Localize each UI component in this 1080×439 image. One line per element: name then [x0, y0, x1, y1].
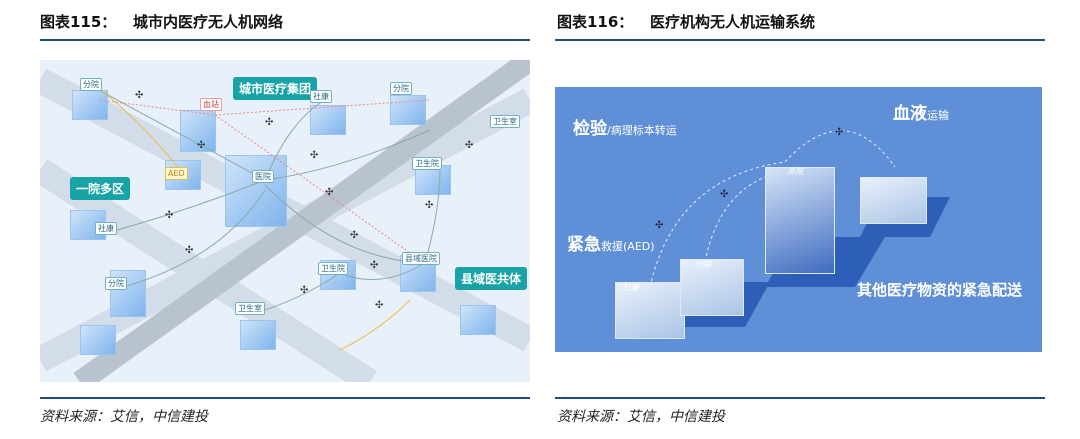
hospital-drone-transport-illustration: 总院 分院 社康 ✣ ✣ ✣ 检验/病理标本转运 血液运输 紧急救援(AED) …	[555, 87, 1042, 352]
drone-icon: ✣	[370, 260, 379, 271]
drone-icon: ✣	[325, 187, 334, 198]
tag-branch: 分院	[390, 82, 412, 95]
label-county-medical-community: 县域医共体	[455, 267, 528, 290]
main-road	[73, 60, 530, 382]
right-footer-rule	[555, 397, 1045, 399]
right-source-note: 资料来源：艾信，中信建投	[557, 409, 725, 425]
community-building	[615, 282, 685, 339]
label-blood-main: 血液	[893, 104, 927, 124]
label-inspection-sub: /病理标本转运	[607, 124, 677, 137]
label-one-hospital-multi-campus: 一院多区	[70, 177, 131, 200]
tag-county-hospital: 县域医院	[402, 252, 440, 265]
building	[390, 95, 426, 125]
tag-clinic: 卫生室	[490, 115, 520, 128]
tag-community: 社康	[95, 222, 117, 235]
building	[460, 305, 496, 335]
left-header-rule	[40, 39, 530, 41]
main-hospital-building	[765, 167, 835, 274]
tag-hospital: 医院	[252, 170, 274, 183]
flight-paths	[94, 87, 441, 351]
drone-icon: ✣	[655, 220, 664, 231]
left-source-note: 资料来源：艾信，中信建投	[40, 409, 208, 425]
tag-health-center: 卫生院	[412, 157, 442, 170]
drone-icon: ✣	[165, 210, 174, 221]
drone-icon: ✣	[350, 230, 359, 241]
label-blood-transport: 血液运输	[893, 104, 949, 126]
drone-icon: ✣	[197, 140, 206, 151]
tag-branch: 分院	[105, 277, 127, 290]
right-figure-number: 图表116：	[557, 13, 634, 31]
label-urban-medical-group: 城市医疗集团	[233, 77, 318, 100]
tag-community: 社康	[310, 90, 332, 103]
drone-icon: ✣	[465, 140, 474, 151]
drone-icon: ✣	[185, 245, 194, 256]
building	[415, 165, 451, 195]
left-footer-rule	[40, 397, 530, 399]
building	[310, 105, 346, 135]
blood-center-building	[860, 177, 927, 224]
label-emergency-sub: 救援(AED)	[601, 240, 655, 253]
drone-icon: ✣	[300, 285, 309, 296]
drone-icon: ✣	[310, 150, 319, 161]
tag-community: 社康	[623, 283, 639, 292]
tag-aed: AED	[165, 167, 188, 180]
left-figure-title: 城市内医疗无人机网络	[133, 13, 284, 31]
left-figure-number: 图表115：	[40, 13, 117, 31]
building	[180, 110, 216, 152]
tag-branch: 分院	[80, 78, 102, 91]
label-emergency-rescue: 紧急救援(AED)	[567, 235, 655, 257]
building	[240, 320, 276, 350]
tag-blood-station: 血站	[200, 98, 222, 111]
label-inspection-transfer: 检验/病理标本转运	[573, 119, 677, 141]
tag-clinic: 卫生室	[235, 302, 265, 315]
drone-icon: ✣	[375, 300, 384, 311]
drone-icon: ✣	[265, 117, 274, 128]
drone-icon: ✣	[835, 127, 844, 138]
tag-health-center: 卫生院	[318, 262, 348, 275]
tag-main-hospital: 总院	[787, 167, 803, 176]
branch-building	[680, 259, 744, 316]
label-blood-sub: 运输	[927, 109, 949, 122]
tag-branch: 分院	[695, 260, 711, 269]
drone-icon: ✣	[425, 200, 434, 211]
label-other-supplies: 其他医疗物资的紧急配送	[857, 281, 1023, 299]
right-header-rule	[555, 39, 1045, 41]
label-emergency-main: 紧急	[567, 235, 601, 255]
building	[72, 90, 108, 120]
label-inspection-main: 检验	[573, 119, 607, 139]
drone-icon: ✣	[720, 189, 729, 200]
building	[80, 325, 116, 355]
right-figure-title: 医疗机构无人机运输系统	[650, 13, 816, 31]
urban-drone-network-illustration: ✣ ✣ ✣ ✣ ✣ ✣ ✣ ✣ ✣ ✣ ✣ ✣ ✣ 城市医疗集团 一院多区 县域…	[40, 60, 530, 382]
drone-icon: ✣	[135, 90, 144, 101]
